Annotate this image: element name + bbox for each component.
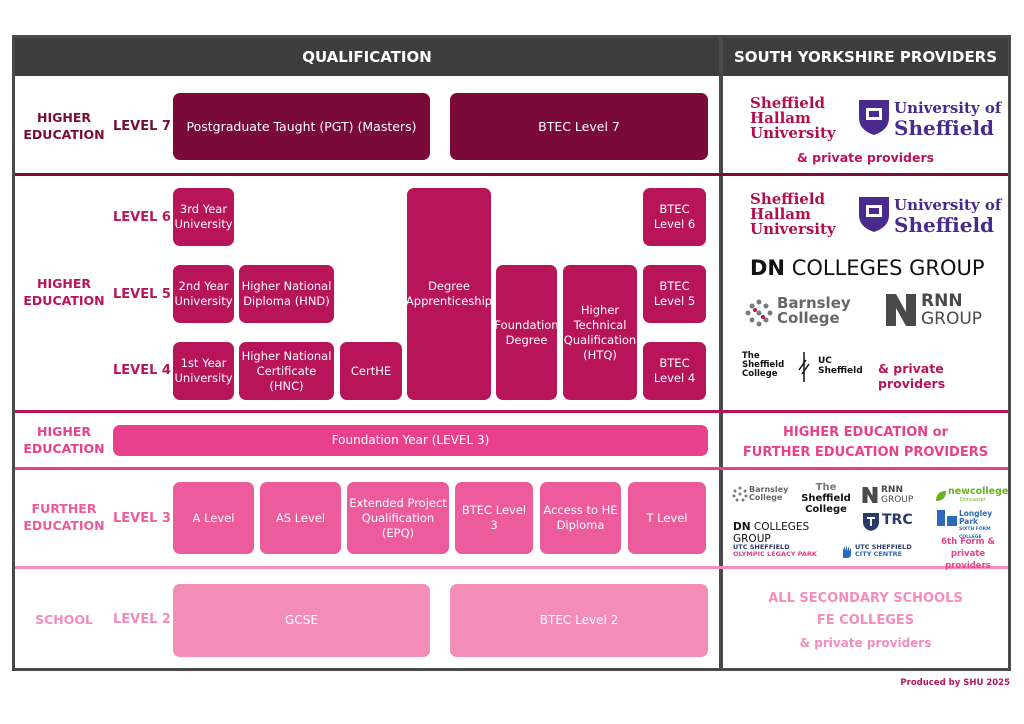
column-divider: [719, 38, 723, 670]
hnd-box: Higher National Diploma (HND): [239, 265, 334, 323]
trc-logo: TRC: [882, 512, 913, 528]
row-label-school: SCHOOL: [35, 611, 93, 627]
footer-credit: Produced by SHU 2025: [900, 678, 1010, 688]
new-college-sub: Doncaster: [960, 497, 986, 503]
qualification-header: QUALIFICATION: [15, 38, 719, 76]
new-college-logo: newcollege: [948, 486, 1009, 497]
year2-box: 2nd Year University: [173, 265, 234, 323]
as-level-box: AS Level: [260, 482, 341, 554]
row-label-he456: HIGHER EDUCATION: [23, 276, 105, 308]
private-providers-l7: & private providers: [796, 150, 935, 165]
level-4-label: LEVEL 4: [113, 362, 171, 378]
trc-crest-icon: [862, 512, 880, 532]
level-2-label: LEVEL 2: [113, 611, 171, 627]
a-level-box: A Level: [173, 482, 254, 554]
btec2-box: BTEC Level 2: [450, 584, 708, 657]
dn-colleges-logo: DN COLLEGES GROUP: [750, 256, 985, 280]
year3-box: 3rd Year University: [173, 188, 234, 246]
private-providers-l456: & private providers: [878, 361, 946, 391]
epq-box: Extended Project Qualification (EPQ): [347, 482, 449, 554]
row-label-he3: HIGHER EDUCATION: [23, 424, 105, 456]
barnsley-dots-icon: [744, 298, 774, 328]
pgt-box: Postgraduate Taught (PGT) (Masters): [173, 93, 430, 160]
hnc-box: Higher National Certificate (HNC): [239, 342, 334, 400]
utc-hand-icon: [841, 543, 853, 558]
divider-level4: [15, 410, 1008, 413]
level-3-label: LEVEL 3: [113, 510, 171, 526]
access-he-box: Access to HE Diploma: [540, 482, 621, 554]
divider-level7: [15, 173, 1008, 176]
t-level-box: T Level: [628, 482, 706, 554]
row-label-he7: HIGHER EDUCATION: [23, 110, 105, 142]
row-label-fe: FURTHER EDUCATION: [23, 501, 105, 533]
uos-crest-icon: [857, 98, 891, 136]
new-college-leaf-icon: [935, 487, 947, 501]
rnn-mark-icon-small: [861, 486, 879, 504]
dn-colleges-logo-small: DN COLLEGES GROUP: [733, 521, 810, 545]
foundation-year-box: Foundation Year (LEVEL 3): [113, 425, 708, 456]
htq-box: Higher Technical Qualification (HTQ): [563, 265, 637, 400]
level-5-label: LEVEL 5: [113, 286, 171, 302]
btec5-box: BTEC Level 5: [643, 265, 706, 323]
divider-foundation-year: [15, 467, 1008, 470]
year1-box: 1st Year University: [173, 342, 234, 400]
barnsley-dots-icon-small: [732, 486, 748, 502]
sixth-form-providers: 6th Form &private providers: [941, 537, 995, 571]
btec6-box: BTEC Level 6: [643, 188, 706, 246]
foundation-degree-box: Foundation Degree: [494, 265, 559, 400]
providers-header: SOUTH YORKSHIRE PROVIDERS: [723, 38, 1008, 76]
uos-crest-icon-2: [857, 195, 891, 233]
rnn-mark-icon: [884, 292, 918, 328]
divider-level3: [15, 566, 1008, 569]
level-7-label: LEVEL 7: [113, 118, 171, 134]
level-6-label: LEVEL 6: [113, 209, 171, 225]
btec4-box: BTEC Level 4: [643, 342, 706, 400]
btec3-box: BTEC Level 3: [455, 482, 533, 554]
certhe-box: CertHE: [340, 342, 402, 400]
btec7-box: BTEC Level 7: [450, 93, 708, 160]
gcse-box: GCSE: [173, 584, 430, 657]
uc-mark-icon: [794, 352, 814, 382]
degree-apprenticeship-box: Degree Apprenticeship: [406, 188, 492, 400]
longley-park-icon: [937, 510, 957, 526]
